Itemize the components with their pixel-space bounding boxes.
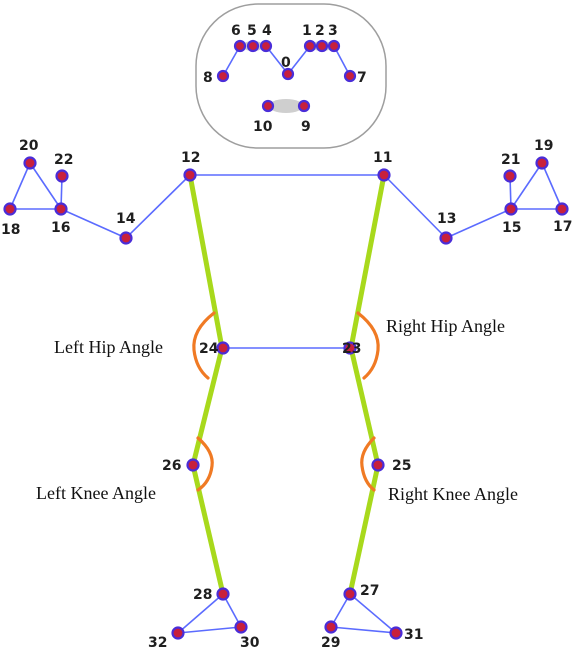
landmark-label-2: 2 bbox=[315, 23, 325, 39]
landmark-point-22 bbox=[55, 169, 69, 183]
right-hip-angle-arc bbox=[356, 311, 380, 380]
landmark-label-14: 14 bbox=[116, 211, 136, 227]
landmark-point-21 bbox=[503, 169, 517, 183]
landmark-point-13 bbox=[439, 231, 453, 245]
landmark-label-29: 29 bbox=[321, 635, 340, 651]
landmark-label-18: 18 bbox=[1, 222, 20, 238]
left-hip-angle-arc bbox=[192, 311, 216, 380]
landmark-label-3: 3 bbox=[328, 23, 338, 39]
landmark-point-28 bbox=[216, 587, 230, 601]
landmark-label-6: 6 bbox=[231, 23, 241, 39]
landmark-point-3 bbox=[327, 39, 341, 53]
landmark-label-31: 31 bbox=[404, 627, 423, 643]
landmark-label-21: 21 bbox=[501, 152, 520, 168]
landmark-point-9 bbox=[297, 99, 311, 113]
landmark-point-25 bbox=[371, 458, 385, 472]
left-hip-angle-label: Left Hip Angle bbox=[54, 337, 163, 357]
landmark-label-28: 28 bbox=[193, 587, 212, 603]
landmark-label-20: 20 bbox=[19, 138, 39, 154]
landmark-label-1: 1 bbox=[302, 23, 312, 39]
landmark-labels: 0 1 2 3 4 5 6 7 8 9 10 11 12 13 14 15 16… bbox=[1, 23, 572, 651]
landmark-label-32: 32 bbox=[148, 635, 167, 651]
right-knee-angle-label: Right Knee Angle bbox=[388, 484, 518, 504]
landmark-label-30: 30 bbox=[240, 635, 260, 651]
landmark-label-0: 0 bbox=[281, 55, 291, 71]
landmark-point-17 bbox=[555, 202, 569, 216]
right-knee-angle-arc bbox=[360, 436, 376, 492]
landmark-label-11: 11 bbox=[373, 150, 392, 166]
landmark-point-16 bbox=[54, 202, 68, 216]
landmark-point-26 bbox=[186, 458, 200, 472]
landmark-label-23: 23 bbox=[342, 341, 361, 357]
landmark-label-17: 17 bbox=[553, 219, 572, 235]
landmark-label-15: 15 bbox=[502, 220, 521, 236]
right-hip-angle-label: Right Hip Angle bbox=[386, 316, 505, 336]
landmark-point-18 bbox=[3, 202, 17, 216]
landmark-label-13: 13 bbox=[437, 211, 456, 227]
landmark-point-19 bbox=[535, 156, 549, 170]
landmark-point-6 bbox=[233, 39, 247, 53]
landmark-label-25: 25 bbox=[392, 458, 411, 474]
landmark-point-7 bbox=[343, 69, 357, 83]
landmark-point-1 bbox=[303, 39, 317, 53]
landmark-label-24: 24 bbox=[199, 341, 219, 357]
landmark-label-27: 27 bbox=[360, 583, 379, 599]
landmark-label-10: 10 bbox=[253, 119, 273, 135]
leg-highlight-lines bbox=[187, 172, 387, 597]
landmark-point-14 bbox=[119, 231, 133, 245]
left-knee-angle-arc bbox=[196, 436, 214, 492]
landmark-point-24 bbox=[216, 341, 230, 355]
landmark-label-7: 7 bbox=[357, 70, 367, 86]
landmark-label-22: 22 bbox=[54, 152, 73, 168]
body-connections bbox=[9, 162, 563, 634]
landmark-point-11 bbox=[377, 168, 391, 182]
landmark-label-19: 19 bbox=[534, 138, 553, 154]
landmark-point-4 bbox=[259, 39, 273, 53]
landmark-point-15 bbox=[504, 202, 518, 216]
landmark-label-9: 9 bbox=[301, 119, 311, 135]
landmark-label-4: 4 bbox=[262, 23, 272, 39]
landmark-label-16: 16 bbox=[51, 220, 70, 236]
landmark-point-30 bbox=[234, 620, 248, 634]
landmark-label-5: 5 bbox=[247, 23, 257, 39]
left-knee-angle-label: Left Knee Angle bbox=[36, 483, 156, 503]
landmark-point-8 bbox=[216, 69, 230, 83]
landmark-point-32 bbox=[171, 626, 185, 640]
mouth-shape bbox=[269, 99, 303, 113]
landmark-point-0 bbox=[281, 67, 295, 81]
landmark-point-10 bbox=[261, 99, 275, 113]
landmark-label-26: 26 bbox=[162, 458, 181, 474]
landmark-point-2 bbox=[315, 39, 329, 53]
landmark-label-12: 12 bbox=[181, 150, 200, 166]
landmark-point-5 bbox=[246, 39, 260, 53]
landmark-point-12 bbox=[183, 168, 197, 182]
landmark-point-27 bbox=[343, 587, 357, 601]
landmark-label-8: 8 bbox=[203, 70, 213, 86]
landmark-points bbox=[3, 39, 569, 640]
landmark-point-29 bbox=[324, 620, 338, 634]
landmark-point-23 bbox=[343, 341, 357, 355]
landmark-point-20 bbox=[23, 156, 37, 170]
landmark-point-31 bbox=[389, 626, 403, 640]
